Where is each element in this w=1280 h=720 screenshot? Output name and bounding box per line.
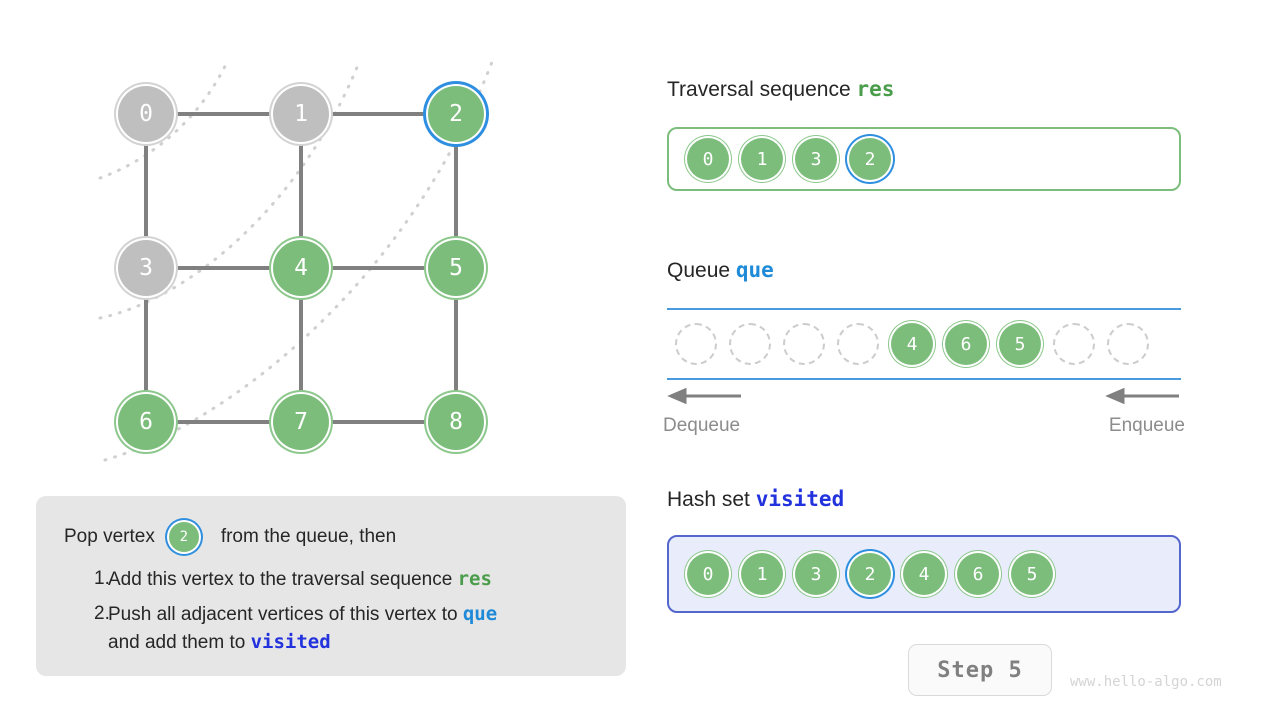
graph-node-2[interactable]: 2 [428, 86, 484, 142]
caption-vertex-chip: 2 [168, 522, 199, 552]
visited-chip-2[interactable]: 2 [849, 553, 891, 595]
caption-step-item: Add this vertex to the traversal sequenc… [68, 566, 598, 594]
res-title-text: Traversal sequence [667, 78, 857, 101]
watermark: www.hello-algo.com [1070, 674, 1222, 690]
graph-node-7[interactable]: 7 [273, 394, 329, 450]
visited-chip-3[interactable]: 3 [795, 553, 837, 595]
step-badge: Step 5 [908, 644, 1052, 696]
queue-title-code: que [735, 258, 774, 282]
caption-line1-pre: Pop vertex [64, 526, 155, 547]
caption-step-2-code-2: visited [250, 630, 331, 653]
queue-slot-empty-2[interactable] [783, 323, 825, 365]
res-chip-3[interactable]: 3 [795, 138, 837, 180]
caption-box: Pop vertex 2 from the queue, then Add th… [36, 496, 626, 676]
queue-slot-4[interactable]: 4 [891, 323, 933, 365]
queue-title-text: Queue [667, 259, 736, 282]
res-chip-1[interactable]: 1 [741, 138, 783, 180]
queue-slot-empty-0[interactable] [675, 323, 717, 365]
visited-chip-0[interactable]: 0 [687, 553, 729, 595]
visited-chip-1[interactable]: 1 [741, 553, 783, 595]
caption-step-1-text: Add this vertex to the traversal sequenc… [108, 569, 458, 590]
res-chip-2[interactable]: 2 [849, 138, 891, 180]
visited-chip-5[interactable]: 5 [1011, 553, 1053, 595]
caption-step-1-code: res [457, 568, 492, 590]
visited-chip-4[interactable]: 4 [903, 553, 945, 595]
graph-node-8[interactable]: 8 [428, 394, 484, 450]
caption-steps-list: Add this vertex to the traversal sequenc… [64, 566, 598, 657]
caption-step-2-text: Push all adjacent vertices of this verte… [108, 603, 463, 625]
queue-slot-empty-3[interactable] [837, 323, 879, 365]
caption-step-2-text-2: and add them to [108, 631, 251, 653]
dequeue-label: Dequeue [663, 415, 741, 436]
res-chip-0[interactable]: 0 [687, 138, 729, 180]
queue-slot-empty-7[interactable] [1053, 323, 1095, 365]
caption-line-1: Pop vertex 2 from the queue, then [64, 522, 598, 552]
graph-node-1[interactable]: 1 [273, 86, 329, 142]
graph-node-4[interactable]: 4 [273, 240, 329, 296]
caption-step-item: Push all adjacent vertices of this verte… [68, 601, 598, 657]
caption-line1-post: from the queue, then [220, 526, 397, 547]
graph-node-5[interactable]: 5 [428, 240, 484, 296]
enqueue-label: Enqueue [1108, 415, 1185, 436]
visited-title-code: visited [755, 487, 845, 511]
visited-title-text: Hash set [667, 488, 756, 511]
graph-node-6[interactable]: 6 [118, 394, 174, 450]
queue-arrows: Dequeue Enqueue [663, 382, 1185, 442]
graph-node-3[interactable]: 3 [118, 240, 174, 296]
queue-bottom-rule [667, 378, 1181, 380]
queue-slot-empty-8[interactable] [1107, 323, 1149, 365]
graph-node-0[interactable]: 0 [118, 86, 174, 142]
graph-panel: 0 1 2 3 4 5 6 7 8 [0, 0, 640, 500]
queue-slot-5[interactable]: 5 [999, 323, 1041, 365]
caption-step-2-code: que [462, 602, 498, 625]
visited-chip-6[interactable]: 6 [957, 553, 999, 595]
queue-top-rule [667, 308, 1181, 310]
queue-arrow-icons [667, 387, 1179, 405]
visited-section-title: Hash set visited [667, 487, 844, 512]
queue-slot-6[interactable]: 6 [945, 323, 987, 365]
queue-section-title: Queue que [667, 258, 774, 283]
res-title-code: res [856, 77, 895, 101]
res-section-title: Traversal sequence res [667, 77, 894, 102]
queue-slot-empty-1[interactable] [729, 323, 771, 365]
